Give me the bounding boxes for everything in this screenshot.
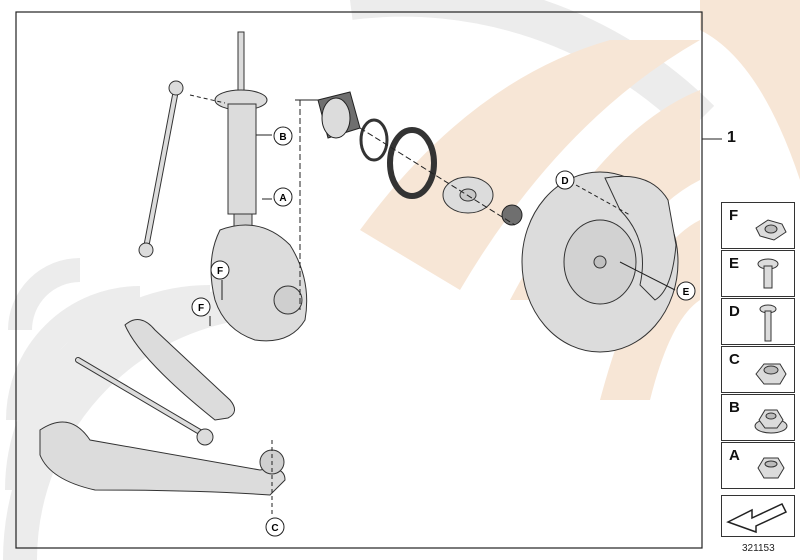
hex-flange-nut-icon <box>754 409 788 434</box>
diagram-frame <box>15 11 703 549</box>
long-bolt-icon <box>759 304 777 342</box>
stabilizer-link <box>138 80 184 258</box>
legend-letter: A <box>729 447 740 464</box>
legend-letter: B <box>729 399 740 416</box>
callout-C: C <box>265 517 285 537</box>
document-number: 321153 <box>742 543 775 554</box>
callout-F-upper: F <box>210 260 230 280</box>
navigation-arrow-button[interactable] <box>721 495 795 537</box>
svg-text:E: E <box>683 287 690 298</box>
arrow-icon <box>726 503 788 534</box>
svg-text:F: F <box>217 266 223 277</box>
brake-caliper <box>604 175 677 301</box>
hex-nut-icon <box>757 457 785 479</box>
part-number-label: 1 <box>727 129 736 146</box>
legend-letter: E <box>729 255 740 272</box>
callout-A: A <box>273 187 293 207</box>
legend-item: B <box>721 394 795 441</box>
svg-text:B: B <box>279 132 286 143</box>
fastener-legend: F E D C <box>721 202 795 490</box>
svg-text:D: D <box>561 176 568 187</box>
seal-ring <box>387 127 437 199</box>
legend-item: C <box>721 346 795 393</box>
flanged-nut-icon <box>755 219 787 241</box>
legend-item: F <box>721 202 795 249</box>
legend-item: A <box>721 442 795 489</box>
legend-item: E <box>721 250 795 297</box>
leader-lines <box>189 94 722 516</box>
svg-text:F: F <box>198 303 204 314</box>
circlip <box>359 118 389 162</box>
callout-F-lower: F <box>191 297 211 317</box>
legend-letter: D <box>729 303 740 320</box>
legend-item: D <box>721 298 795 345</box>
callout-D: D <box>555 170 575 190</box>
wheel-bearing <box>317 91 361 139</box>
lower-control-arm <box>39 421 286 496</box>
strut-assembly <box>214 31 268 237</box>
callout-B: B <box>273 126 293 146</box>
svg-text:A: A <box>279 193 286 204</box>
svg-text:C: C <box>271 523 278 534</box>
callout-E: E <box>676 281 696 301</box>
legend-letter: F <box>729 207 739 224</box>
short-bolt-icon <box>757 258 779 289</box>
legend-letter: C <box>729 351 740 368</box>
steering-knuckle <box>210 224 308 342</box>
upper-control-arm <box>124 319 235 421</box>
collar-nut-icon <box>755 363 787 385</box>
tie-rod <box>75 357 214 446</box>
